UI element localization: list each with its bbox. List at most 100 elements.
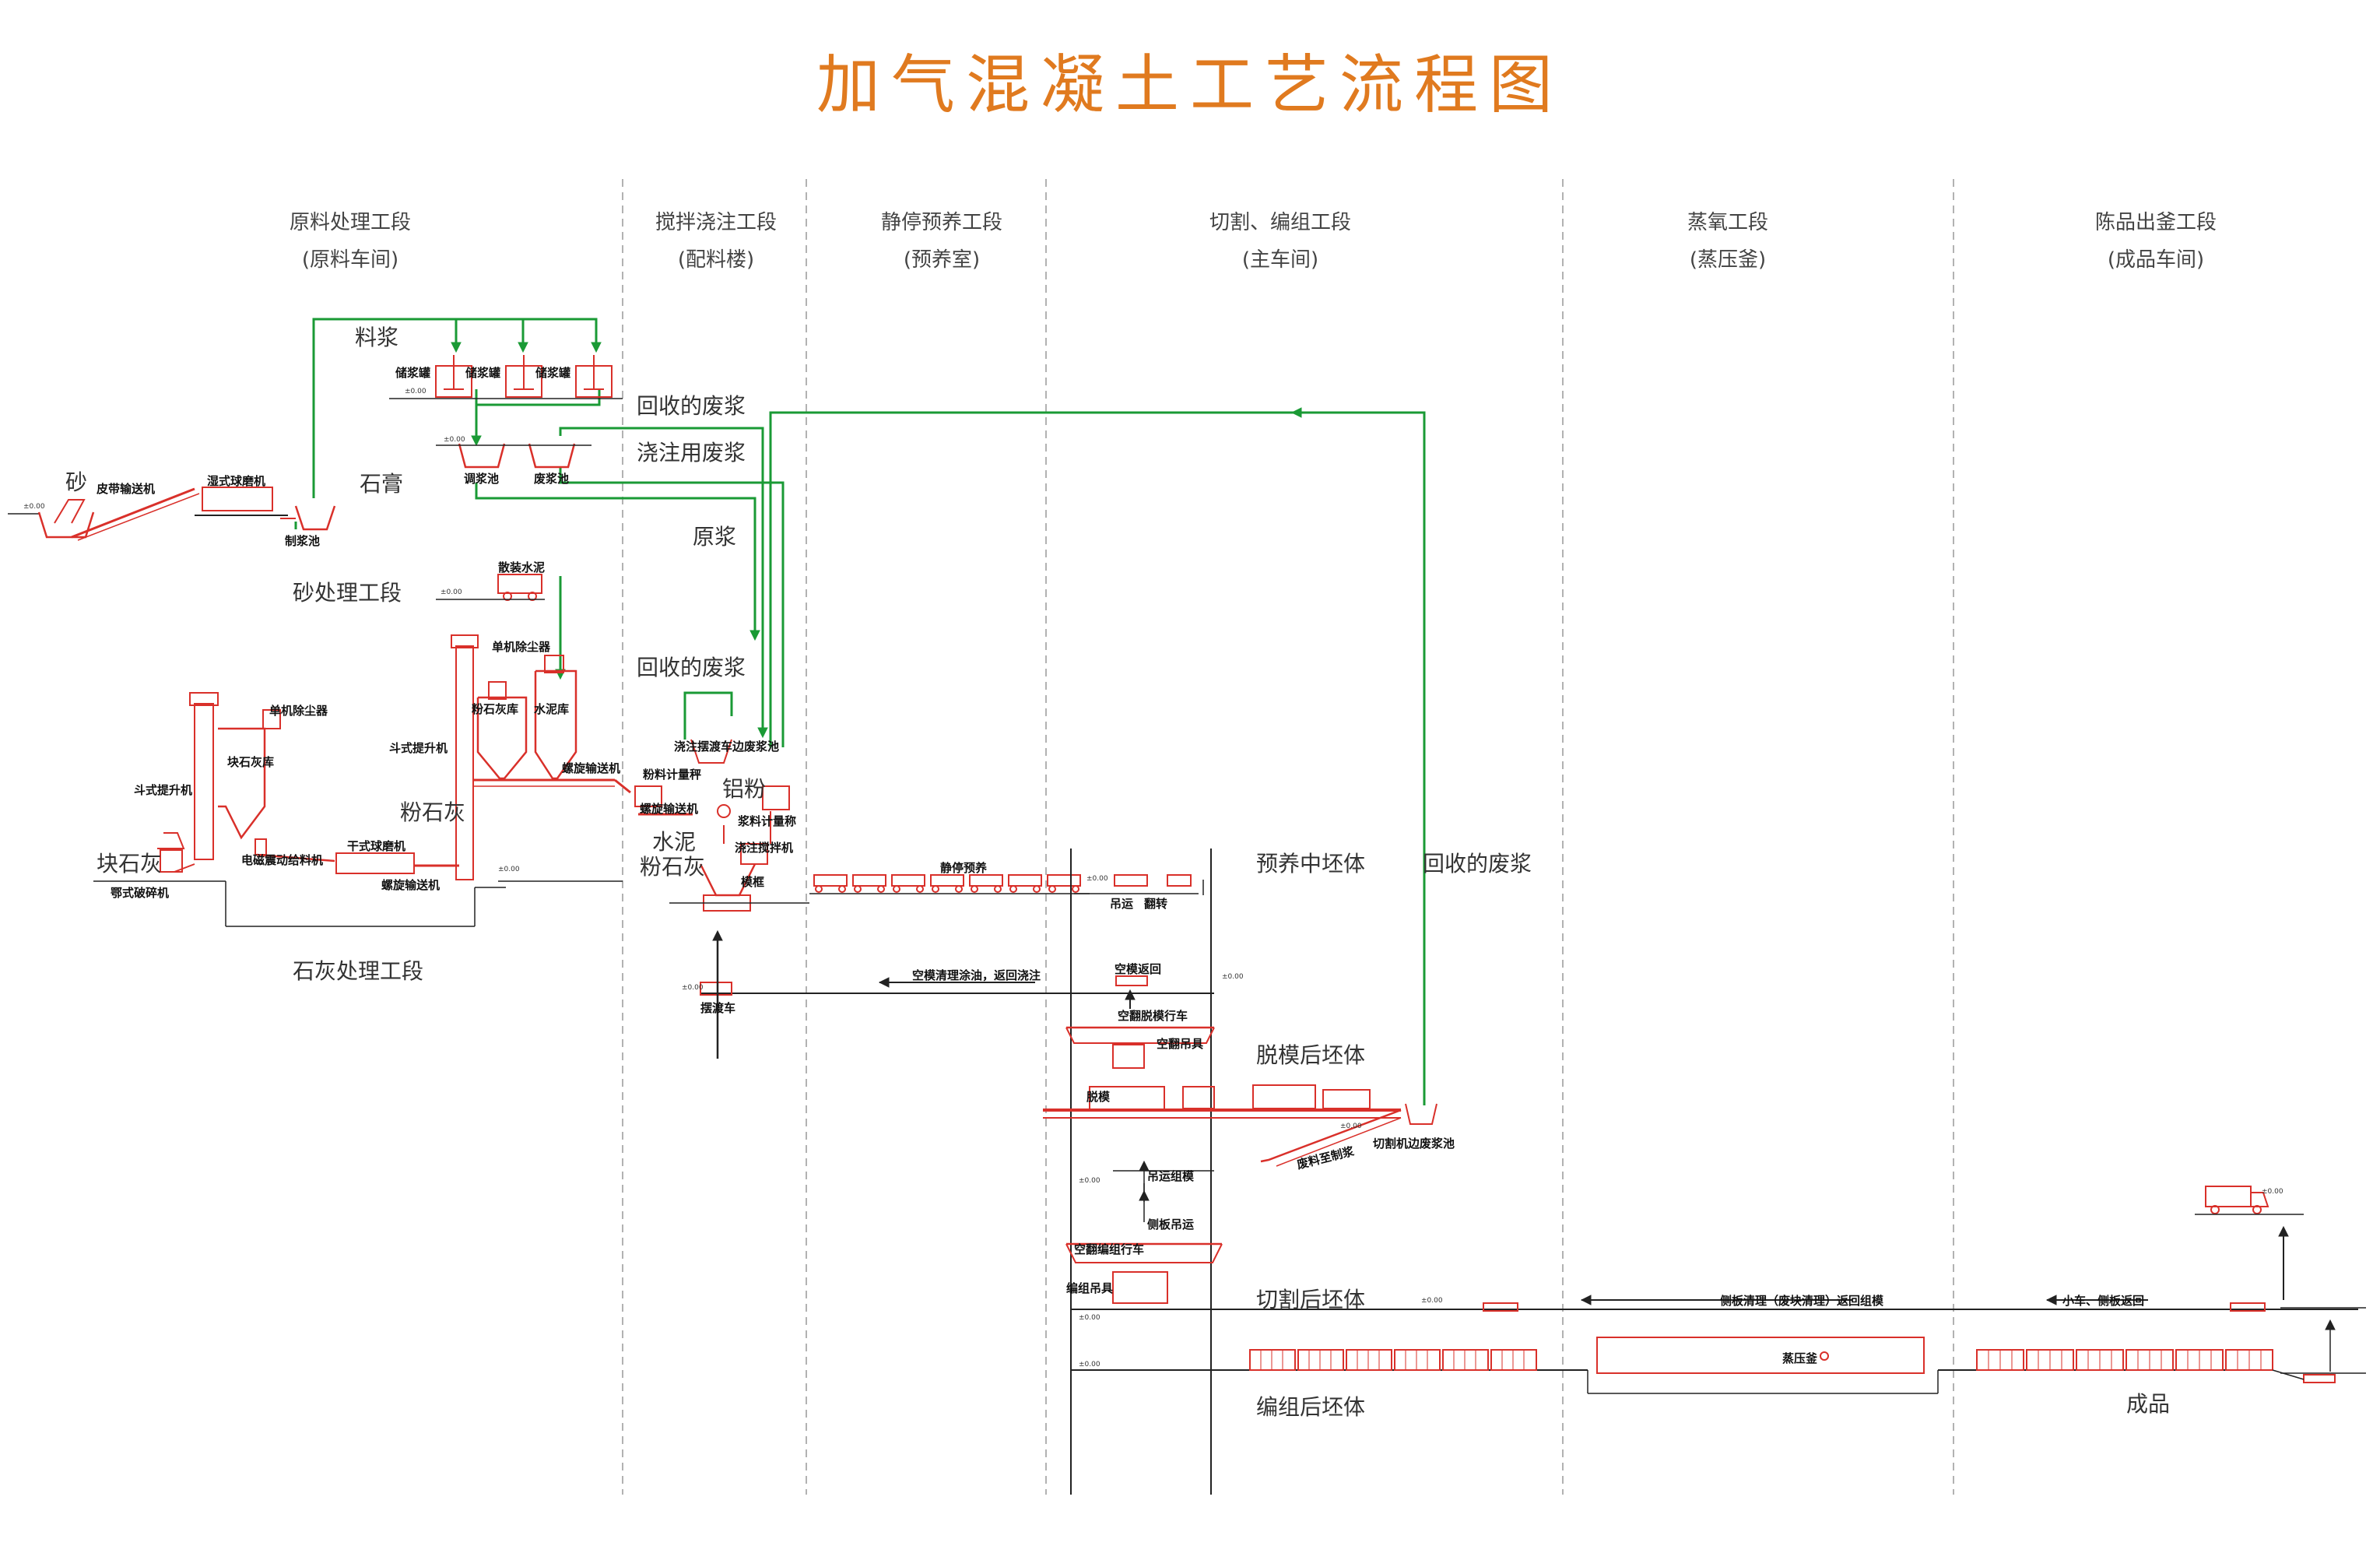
cement-truck-body	[497, 574, 542, 594]
label-demold-crane: 空翻脱模行车	[1118, 1009, 1188, 1023]
cutter-frame	[1182, 1086, 1215, 1109]
level-mark: ±0.00	[441, 589, 462, 596]
section-sub: (蒸压釜)	[1689, 248, 1767, 272]
label-lime-section: 石灰处理工段	[293, 958, 424, 984]
label-lift: 吊运	[1110, 897, 1134, 911]
adjust-pit	[458, 443, 506, 469]
section-mixing: 搅拌浇注工段 (配料楼)	[623, 204, 809, 279]
flow-arrow	[471, 435, 482, 447]
waste-pit	[528, 443, 576, 469]
cart-wheel	[893, 885, 900, 893]
cart-wheel	[1072, 885, 1079, 893]
screw-conveyor-link	[614, 778, 631, 794]
demold-crane	[1065, 1027, 1215, 1044]
section-name: 静停预养工段	[880, 211, 1002, 234]
section-preheat: 静停预养工段 (预养室)	[833, 204, 1051, 279]
cutting-machine	[1252, 1084, 1316, 1109]
section-raw-material: 原料处理工段 (原料车间)	[233, 204, 467, 279]
label-screw-conveyor-2: 螺旋输送机	[640, 802, 699, 816]
empty-mold-cart	[1115, 975, 1148, 986]
label-belt-conveyor: 皮带输送机	[97, 482, 156, 496]
waste-return-line	[559, 427, 764, 736]
label-sand: 砂	[65, 469, 88, 495]
label-bulk-cement: 散装水泥	[498, 560, 546, 574]
label-sand-section: 砂处理工段	[293, 580, 402, 606]
flip-cart	[1167, 874, 1192, 887]
flow-arrow	[757, 727, 768, 739]
label-preheat-body: 预养中坯体	[1256, 851, 1366, 877]
truck-wheel	[2210, 1205, 2220, 1214]
elevator-head	[189, 692, 219, 706]
label-cement-silo: 水泥库	[534, 702, 570, 716]
level-mark: ±0.00	[1086, 875, 1108, 883]
grouped-cart	[1249, 1349, 1296, 1371]
label-gypsum: 石膏	[360, 471, 404, 497]
label-cart-return: 小车、侧板返回	[2062, 1294, 2145, 1308]
level-mark: ±0.00	[2262, 1188, 2283, 1196]
label-lump-lime: 块石灰	[97, 851, 163, 877]
flow-arrow	[712, 929, 723, 941]
raw-slurry-line	[475, 483, 756, 638]
ramp	[2272, 1369, 2305, 1380]
level-mark: ±0.00	[1340, 1123, 1362, 1130]
label-recycled-waste: 回收的废浆	[637, 393, 746, 419]
cart-wheel	[877, 885, 885, 893]
pour-waste-pit	[690, 739, 732, 764]
level-mark: ±0.00	[682, 984, 704, 992]
feeder-chute	[256, 853, 335, 863]
cutting-machine-2	[1322, 1089, 1371, 1109]
cart-wheel	[955, 885, 963, 893]
label-powder-scale: 粉料计量秤	[643, 768, 702, 782]
truck-wheel	[2252, 1205, 2262, 1214]
label-demold-body: 脱模后坯体	[1256, 1042, 1366, 1068]
label-empty-mold-back: 空模返回	[1115, 962, 1162, 976]
preheat-cart	[969, 874, 1003, 887]
cart-wheel	[932, 885, 939, 893]
cart-wheel	[994, 885, 1002, 893]
section-sub: (成品车间)	[2107, 248, 2205, 272]
cart-wheel	[1048, 885, 1056, 893]
section-sub: (预养室)	[903, 248, 981, 272]
cart-wheel	[916, 885, 924, 893]
label-screw-conveyor-1: 螺旋输送机	[562, 761, 621, 775]
label-flip-spreader: 空翻吊具	[1157, 1037, 1204, 1051]
powder-lime-silo	[476, 696, 528, 780]
slurry-pit	[294, 505, 336, 531]
section-autoclave: 蒸氧工段 (蒸压釜)	[1642, 204, 1813, 279]
label-powder-lime-silo: 粉石灰库	[472, 702, 519, 716]
preheat-cart	[813, 874, 848, 887]
recycled-waste-line	[683, 691, 733, 740]
cement-silo	[534, 669, 577, 780]
bucket-elevator-lime	[194, 703, 214, 860]
flow-arrow	[591, 342, 602, 353]
sand-feeder	[54, 499, 86, 524]
label-bucket-elevator-2: 斗式提升机	[134, 783, 193, 797]
level-mark: ±0.00	[1421, 1297, 1443, 1305]
lump-lime-silo	[218, 727, 266, 840]
flow-arrow	[451, 342, 462, 353]
section-name: 陈品出釜工段	[2094, 211, 2217, 234]
label-product: 成品	[2126, 1391, 2171, 1417]
scrap-conveyor	[1260, 1109, 1402, 1163]
label-adjust-pit: 调浆池	[464, 472, 500, 486]
label-group-spreader: 编组吊具	[1066, 1281, 1114, 1295]
ferry-car	[700, 982, 732, 996]
label-storage-tank-3: 储浆罐	[535, 366, 571, 380]
level-mark: ±0.00	[1079, 1361, 1100, 1369]
label-pour-waste-pit: 浇注摆渡车边废浆池	[674, 740, 780, 754]
group-spreader	[1112, 1271, 1168, 1304]
label-empty-mold-return: 空模清理涂油，返回浇注	[912, 968, 1041, 982]
preheat-cart	[891, 874, 925, 887]
grouped-cart	[1442, 1349, 1489, 1371]
preheat-cart	[1008, 874, 1042, 887]
preheat-cart	[930, 874, 964, 887]
label-wet-ball-mill: 湿式球磨机	[207, 474, 266, 488]
grouped-cart	[1297, 1349, 1344, 1371]
section-sub: (配料楼)	[677, 248, 755, 272]
autoclave-door	[1820, 1351, 1829, 1361]
label-demold: 脱模	[1086, 1090, 1111, 1104]
label-cut-waste-pit: 切割机边废浆池	[1373, 1137, 1455, 1151]
flow-arrow	[1290, 407, 1302, 418]
flow-arrow	[1139, 1160, 1150, 1172]
